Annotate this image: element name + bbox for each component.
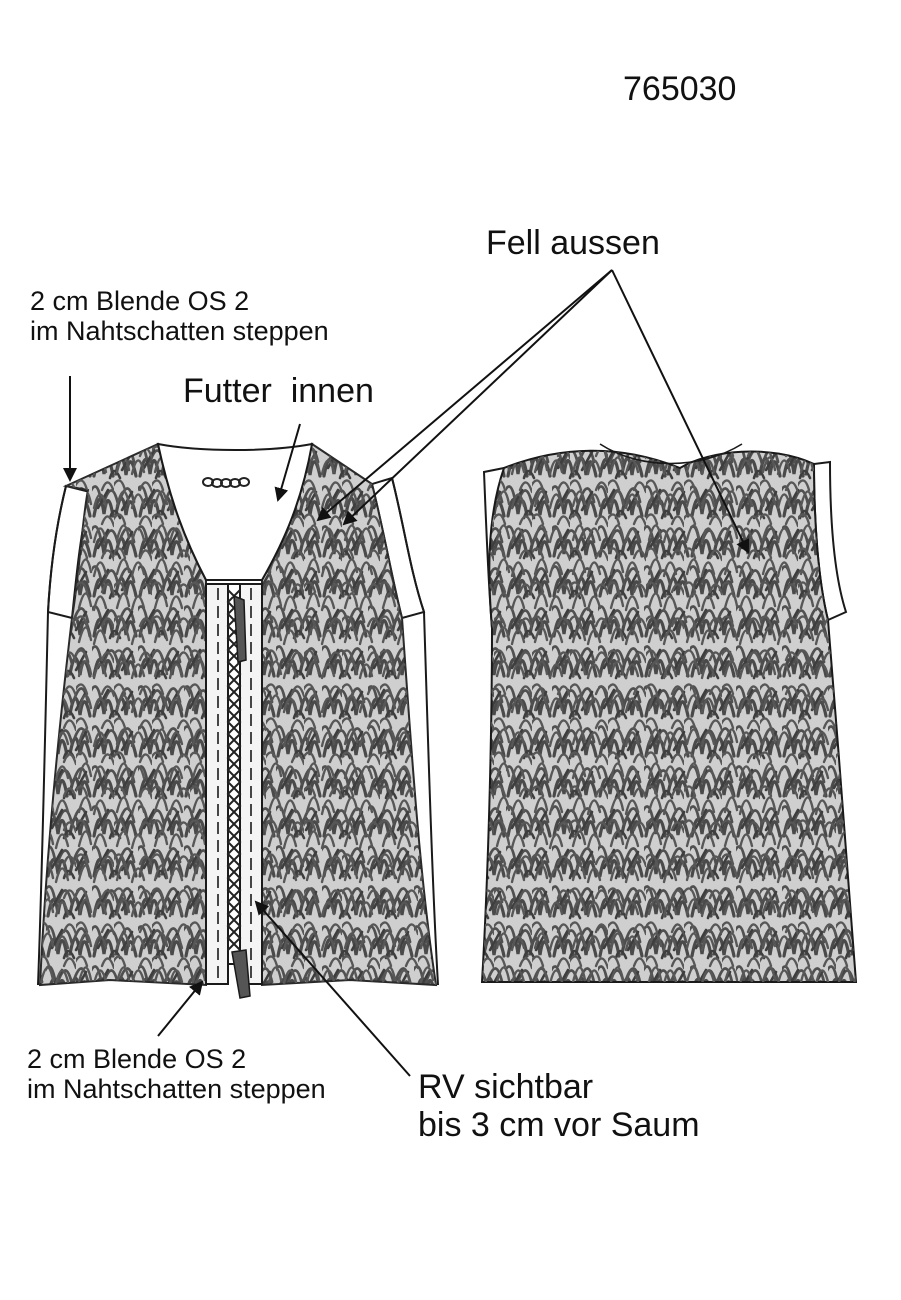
label-blende-bottom: 2 cm Blende OS 2 im Nahtschatten steppen — [27, 1044, 326, 1104]
callout-fell-back — [611, 269, 750, 554]
label-blende-bottom-line-1: 2 cm Blende OS 2 — [27, 1044, 247, 1074]
callout-fell-front-2 — [316, 269, 613, 522]
front-outline — [37, 477, 439, 986]
label-futter-innen: Futter innen — [183, 372, 374, 410]
front-view — [37, 442, 439, 999]
callout-futter — [274, 423, 301, 502]
label-blende-bottom-line-2: im Nahtschatten steppen — [27, 1074, 326, 1105]
label-rv-line-1: RV sichtbar — [418, 1068, 594, 1106]
back-view — [480, 443, 858, 983]
label-blende-top: 2 cm Blende OS 2 im Nahtschatten steppen — [30, 286, 329, 346]
zipper-pull — [233, 594, 247, 663]
label-rv-line-2: bis 3 cm vor Saum — [418, 1106, 700, 1145]
callout-rv — [254, 900, 411, 1077]
label-blende-top-line-1: 2 cm Blende OS 2 — [30, 286, 250, 316]
label-blende-top-line-2: im Nahtschatten steppen — [30, 316, 329, 347]
hanger-loop — [202, 477, 250, 488]
callout-fell-front — [342, 269, 613, 526]
front-neck-lining — [156, 442, 314, 581]
label-rv: RV sichtbar bis 3 cm vor Saum — [418, 1068, 700, 1144]
callout-lines — [63, 269, 750, 1077]
callout-blende-bottom — [157, 980, 204, 1037]
label-fell-aussen: Fell aussen — [486, 224, 660, 262]
zipper-stop — [231, 949, 251, 999]
back-neckline — [599, 443, 743, 465]
front-facing-left — [205, 583, 229, 985]
style-number: 765030 — [623, 70, 737, 108]
